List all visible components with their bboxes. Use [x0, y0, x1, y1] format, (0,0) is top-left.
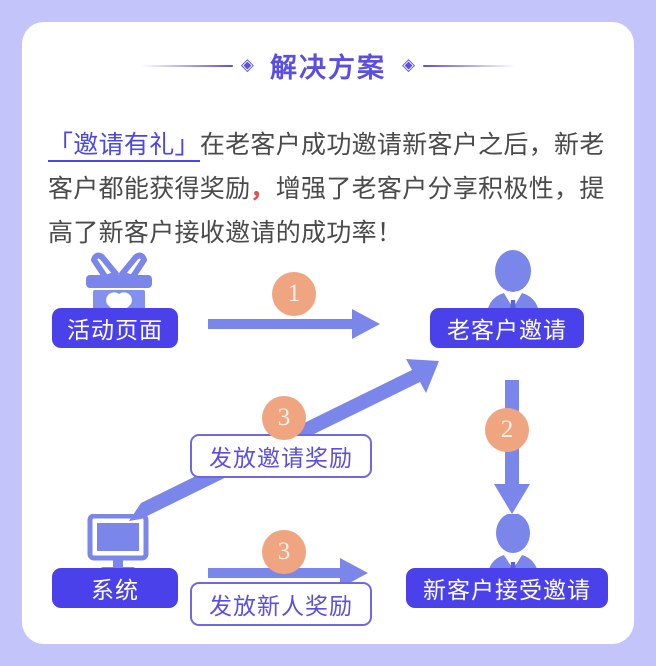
- node-activity-page-label: 活动页面: [67, 317, 163, 343]
- page-title: ◈ 解决方案 ◈: [22, 46, 634, 85]
- node-system[interactable]: 系统: [52, 568, 178, 608]
- step-badge-3-newcomer: 3: [262, 530, 306, 574]
- node-new-customer-accept[interactable]: 新客户接受邀请: [406, 568, 608, 608]
- node-grant-invite-reward[interactable]: 发放邀请奖励: [190, 434, 372, 478]
- node-grant-newcomer-reward[interactable]: 发放新人奖励: [190, 582, 372, 626]
- title-rule-right: [423, 64, 516, 67]
- description-comma-marker: ，: [250, 175, 276, 203]
- step-badge-2-number: 2: [500, 416, 514, 443]
- node-activity-page[interactable]: 活动页面: [52, 308, 178, 348]
- node-new-customer-accept-label: 新客户接受邀请: [423, 577, 591, 603]
- description-highlight: 「邀请有礼」: [48, 131, 200, 162]
- step-badge-3-newcomer-number: 3: [277, 538, 291, 565]
- node-system-label: 系统: [91, 577, 139, 603]
- description-text-1: 在老客户成功邀请新客户之后，新老客户都能获得奖励: [48, 131, 605, 203]
- node-grant-invite-reward-label: 发放邀请奖励: [209, 445, 353, 471]
- monitor-icon: [82, 513, 154, 576]
- page-title-text: 解决方案: [270, 53, 386, 83]
- node-old-customer-invite[interactable]: 老客户邀请: [430, 308, 584, 348]
- node-grant-newcomer-reward-label: 发放新人奖励: [209, 593, 353, 619]
- step-badge-3-invite-number: 3: [277, 404, 291, 431]
- step-badge-1: 1: [272, 272, 316, 316]
- step-badge-1-number: 1: [287, 280, 301, 307]
- description-text-2: 增强了老客户分享积极性，提高了新客户接收邀请的成功率！: [48, 175, 605, 247]
- description-paragraph: 「邀请有礼」在老客户成功邀请新客户之后，新老客户都能获得奖励，增强了老客户分享积…: [48, 123, 614, 255]
- step-badge-2: 2: [485, 408, 529, 452]
- step-badge-3-invite: 3: [262, 396, 306, 440]
- solution-card: ◈ 解决方案 ◈ 「邀请有礼」在老客户成功邀请新客户之后，新老客户都能获得奖励，…: [22, 22, 634, 644]
- title-rule-left: [140, 64, 233, 67]
- diamond-ornament-left-icon: ◈: [240, 55, 254, 74]
- node-old-customer-invite-label: 老客户邀请: [447, 317, 567, 343]
- diamond-ornament-right-icon: ◈: [402, 55, 416, 74]
